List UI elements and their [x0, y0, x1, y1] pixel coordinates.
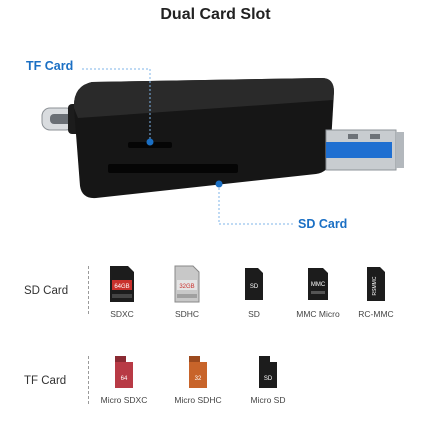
- card-reader-illustration: [41, 68, 404, 225]
- card-sdhc: 32GB SDHC: [155, 264, 219, 319]
- svg-text:64GB: 64GB: [114, 284, 129, 290]
- card-label: SD: [248, 309, 260, 319]
- card-micro-sdxc: 64 Micro SDXC: [92, 354, 156, 405]
- card-mmc-micro: MMC MMC Micro: [286, 264, 350, 319]
- svg-text:SD: SD: [250, 284, 259, 290]
- sd-row-divider: [88, 266, 89, 314]
- rc-mmc-card-icon: RSMMC: [367, 267, 385, 301]
- svg-text:RSMMC: RSMMC: [372, 276, 378, 295]
- mini-sd-card-icon: SD: [245, 268, 263, 300]
- svg-text:32GB: 32GB: [179, 284, 194, 290]
- sd-card-callout-label: SD Card: [298, 217, 348, 231]
- card-label: Micro SDHC: [174, 395, 222, 405]
- tf-row-divider: [88, 356, 89, 404]
- svg-text:64: 64: [121, 376, 128, 382]
- tf-card-callout-label: TF Card: [26, 59, 74, 73]
- sd-callout-line: [215, 180, 294, 225]
- card-micro-sd: SD Micro SD: [236, 354, 300, 405]
- micro-sdxc-card-icon: 64: [115, 356, 133, 388]
- card-sdxc: 64GB SDXC: [90, 264, 154, 319]
- svg-text:32: 32: [195, 376, 202, 382]
- tf-card-row-label: TF Card: [24, 375, 67, 387]
- sdhc-card-icon: 32GB: [174, 265, 200, 303]
- usb-a-connector: [325, 129, 404, 171]
- sdxc-card-icon: 64GB: [110, 266, 134, 302]
- card-label: SDHC: [174, 309, 200, 319]
- card-sd: SD SD: [222, 264, 286, 319]
- page-title: Dual Card Slot: [160, 6, 271, 23]
- sd-card-slot: [108, 164, 238, 173]
- card-label: MMC Micro: [296, 309, 340, 319]
- mmc-micro-card-icon: MMC: [308, 268, 328, 300]
- card-label: Micro SD: [250, 395, 286, 405]
- card-label: SDXC: [110, 309, 134, 319]
- card-micro-sdhc: 32 Micro SDHC: [166, 354, 230, 405]
- micro-sdhc-card-icon: 32: [189, 356, 207, 388]
- card-label: Micro SDXC: [100, 395, 148, 405]
- svg-text:SD: SD: [264, 376, 273, 382]
- card-reader-body: [73, 78, 334, 199]
- sd-card-row-label: SD Card: [24, 285, 69, 297]
- micro-sd-card-icon: SD: [259, 356, 277, 388]
- card-rc-mmc: RSMMC RC-MMC: [344, 264, 408, 319]
- svg-text:MMC: MMC: [311, 282, 326, 288]
- card-label: RC-MMC: [358, 309, 394, 319]
- tf-callout-line: [82, 68, 154, 146]
